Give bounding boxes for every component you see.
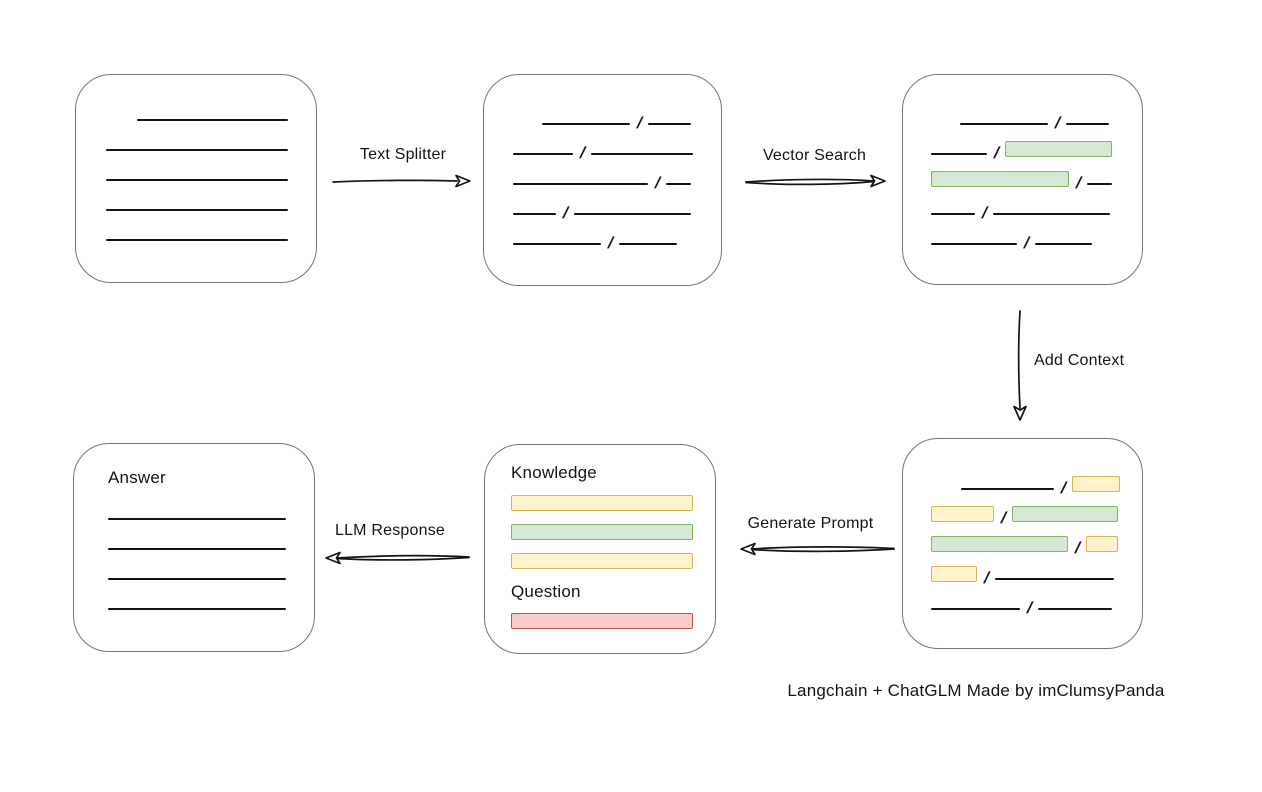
generate-prompt-arrow	[740, 542, 895, 556]
split-chunks-node: /////	[483, 74, 722, 286]
text-splitter-label: Text Splitter	[359, 146, 447, 163]
text-line	[106, 209, 288, 211]
context-chunks-node: /////	[902, 438, 1143, 649]
green-highlight-chunk	[1005, 141, 1113, 157]
chunk-row: /	[513, 158, 721, 192]
green-highlight-chunk	[1012, 506, 1119, 522]
chunk-row: /	[513, 218, 721, 252]
document-lines	[76, 75, 316, 241]
chunk-row: /	[931, 128, 1142, 162]
red-chunk-bar	[511, 613, 693, 629]
text-line	[106, 239, 288, 241]
text-line	[960, 123, 1048, 125]
chunk-row: /	[513, 128, 721, 162]
text-line	[513, 183, 648, 185]
question-bars	[511, 613, 715, 629]
knowledge-bars	[511, 495, 715, 569]
text-line	[931, 213, 975, 215]
text-line	[106, 149, 288, 151]
text-line	[108, 608, 286, 610]
chunk-row: /	[931, 158, 1142, 192]
vector-matches-node: /////	[902, 74, 1143, 285]
yellow-highlight-chunk	[1086, 536, 1119, 552]
text-line	[574, 213, 692, 215]
answer-node: Answer	[73, 443, 315, 652]
llm-response-arrow	[325, 551, 470, 565]
chunk-row: /	[931, 98, 1142, 132]
text-line	[619, 243, 678, 245]
chunk-row: /	[931, 463, 1142, 497]
text-line	[931, 153, 987, 155]
text-line	[931, 243, 1017, 245]
text-line	[1038, 608, 1113, 610]
vector-matches-rows: /////	[903, 75, 1142, 252]
yellow-chunk-bar	[511, 495, 693, 511]
chunk-row: /	[513, 98, 721, 132]
text-line	[137, 119, 288, 121]
answer-label: Answer	[108, 468, 166, 487]
chunk-row: /	[931, 583, 1142, 617]
yellow-highlight-chunk	[931, 506, 994, 522]
add-context-arrow	[1013, 310, 1027, 421]
yellow-highlight-chunk	[1072, 476, 1121, 492]
text-line	[648, 123, 692, 125]
chunk-row: /	[931, 218, 1142, 252]
text-line	[513, 153, 573, 155]
llm-response-label: LLM Response	[334, 522, 446, 539]
split-chunks-rows: /////	[484, 75, 721, 252]
yellow-highlight-chunk	[931, 566, 977, 582]
text-line	[1035, 243, 1093, 245]
generate-prompt-label: Generate Prompt	[747, 515, 874, 532]
context-chunks-rows: /////	[903, 439, 1142, 617]
text-line	[666, 183, 692, 185]
text-line	[542, 123, 630, 125]
chunk-row: /	[513, 188, 721, 222]
prompt-node: Knowledge Question	[484, 444, 716, 654]
text-line	[108, 548, 286, 550]
text-line	[513, 243, 601, 245]
knowledge-label: Knowledge	[511, 463, 597, 482]
caption: Langchain + ChatGLM Made by imClumsyPand…	[787, 681, 1165, 700]
document-node	[75, 74, 317, 283]
chunk-row: /	[931, 553, 1142, 587]
chunk-row: /	[931, 523, 1142, 557]
text-line	[106, 179, 288, 181]
text-splitter-arrow	[332, 174, 471, 188]
text-line	[513, 213, 556, 215]
text-line	[591, 153, 694, 155]
vector-search-label: Vector Search	[762, 147, 867, 164]
text-line	[993, 213, 1111, 215]
text-line	[1087, 183, 1113, 185]
slash-separator: /	[1026, 600, 1033, 617]
slash-separator: /	[1023, 235, 1030, 252]
green-highlight-chunk	[931, 536, 1068, 552]
green-chunk-bar	[511, 524, 693, 540]
text-line	[108, 578, 286, 580]
answer-lines	[108, 518, 314, 610]
text-line	[108, 518, 286, 520]
text-line	[995, 578, 1115, 580]
green-highlight-chunk	[931, 171, 1069, 187]
chunk-row: /	[931, 188, 1142, 222]
text-line	[1066, 123, 1110, 125]
slash-separator: /	[607, 235, 614, 252]
vector-search-arrow	[745, 174, 886, 188]
text-line	[931, 608, 1020, 610]
chunk-row: /	[931, 493, 1142, 527]
add-context-label: Add Context	[1034, 352, 1125, 369]
text-line	[961, 488, 1054, 490]
yellow-chunk-bar	[511, 553, 693, 569]
question-label: Question	[511, 582, 581, 601]
